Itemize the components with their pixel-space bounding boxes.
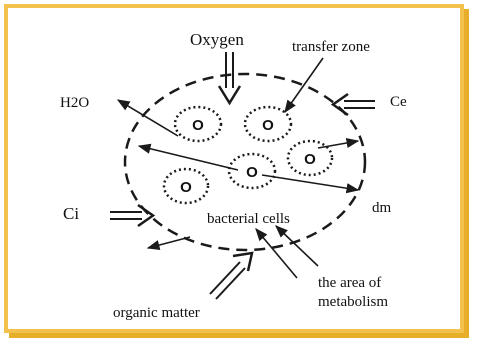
dm-label: dm — [372, 200, 392, 216]
bacterial-cell: O — [164, 169, 208, 203]
ce-label: Ce — [390, 94, 407, 110]
svg-text:O: O — [192, 117, 204, 134]
water-label: H2O — [60, 95, 89, 111]
diffusion-arrow — [139, 146, 238, 170]
transfer-zone-label: transfer zone — [292, 39, 370, 55]
svg-text:O: O — [246, 164, 258, 181]
svg-text:O: O — [304, 151, 316, 168]
oxygen-inflow-arrow — [219, 52, 240, 103]
dm-diffusion-arrow — [262, 175, 358, 190]
bacterial-cell: O — [175, 107, 221, 141]
organic-matter-inflow-arrow — [210, 253, 252, 299]
metabolism-label-line1: the area of — [318, 275, 381, 291]
bacterial-cells-label: bacterial cells — [207, 211, 290, 227]
metabolism-pointer — [256, 229, 297, 278]
lower-outflow-arrow — [148, 237, 190, 248]
transfer-zone-pointer — [285, 58, 323, 112]
water-outflow-arrow — [118, 100, 178, 136]
svg-text:O: O — [262, 117, 274, 134]
oxygen-label: Oxygen — [190, 30, 244, 49]
ci-inflow-arrow — [110, 205, 153, 226]
ci-label: Ci — [63, 204, 79, 223]
bacterial-cell: O — [229, 154, 275, 188]
svg-text:O: O — [180, 179, 192, 196]
ce-inflow-arrow — [333, 94, 375, 115]
organic-matter-label: organic matter — [113, 305, 200, 321]
bacterial-cell: O — [245, 107, 291, 141]
metabolism-label-line2: metabolism — [318, 294, 388, 310]
